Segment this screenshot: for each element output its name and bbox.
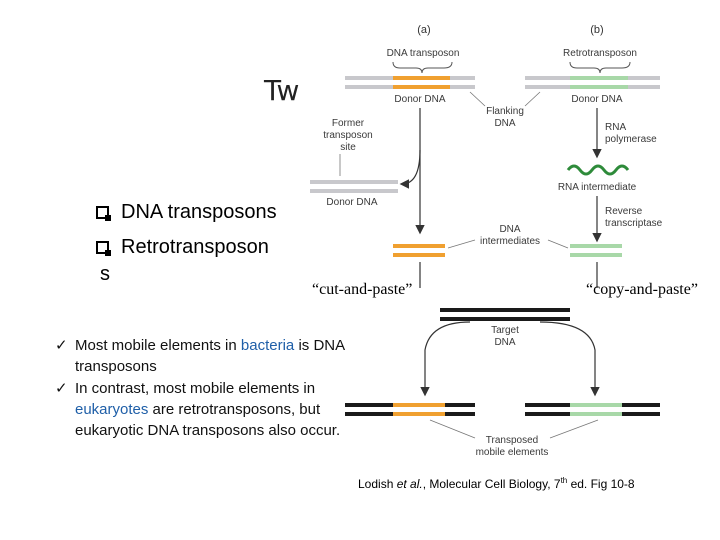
flanking-label-1: Flanking — [486, 106, 524, 117]
dna-int-label-2: intermediates — [480, 236, 540, 247]
bullet-dna-transposons: DNA transposons — [96, 201, 277, 224]
flanking-pointer-right — [524, 91, 541, 107]
check-text: is DNA transposons — [75, 337, 345, 375]
rev-label-2: transcriptase — [605, 218, 663, 229]
transposed-a — [345, 403, 475, 416]
cut-and-paste-label: “cut-and-paste” — [312, 281, 413, 298]
square-bullet-icon — [96, 206, 111, 221]
bullet-text: Retrotransposon — [121, 236, 269, 258]
arrow-target-right — [539, 321, 600, 397]
brace-a — [392, 61, 453, 74]
donor-dna-a-label: Donor DNA — [394, 94, 445, 105]
arrow-target-left — [420, 321, 471, 397]
panel-b-label: (b) — [590, 24, 603, 36]
citation-sup: th — [560, 476, 568, 485]
check-text: In contrast, most mobile elements in — [75, 380, 316, 397]
retrotransposon-label: Retrotransposon — [563, 48, 637, 59]
panel-a-label: (a) — [417, 24, 430, 36]
bullet-text: DNA transposons — [121, 201, 277, 223]
dna-intermediate-a — [393, 244, 445, 257]
transposed-label-1: Transposed — [486, 435, 538, 446]
check-icon: ✓ — [55, 380, 68, 397]
donor-dna-b-strand — [525, 76, 660, 89]
dna-int-label-1: DNA — [499, 224, 520, 235]
check-text: are retrotransposons, but eukaryotic DNA… — [75, 401, 341, 439]
check-icon: ✓ — [55, 337, 68, 354]
check-text: Most mobile elements in — [75, 337, 241, 354]
donor-dna-excised — [310, 180, 398, 193]
check-item-bacteria: ✓ Most mobile elements in bacteria is DN… — [55, 335, 355, 377]
donor-dna-b-label: Donor DNA — [571, 94, 622, 105]
target-label-2: DNA — [494, 337, 515, 348]
rna-pol-label-2: polymerase — [605, 134, 657, 145]
check-highlight: eukaryotes — [75, 401, 149, 418]
dna-transposon-label: DNA transposon — [387, 48, 460, 59]
target-label-1: Target — [491, 325, 519, 336]
rev-label-1: Reverse — [605, 206, 643, 217]
slide-title: Tw — [264, 74, 300, 107]
donor-dna-a-strand — [345, 76, 475, 89]
former-label-2: transposon — [323, 130, 372, 141]
brace-b — [569, 61, 631, 74]
copy-and-paste-label: “copy-and-paste” — [586, 281, 698, 298]
dna-intermediate-b — [570, 244, 622, 257]
donor-dna-c-label: Donor DNA — [326, 197, 377, 208]
transposed-b — [525, 403, 660, 416]
citation-author: Lodish — [358, 477, 397, 491]
check-item-eukaryotes: ✓ In contrast, most mobile elements in e… — [55, 378, 355, 441]
former-label-3: site — [340, 142, 356, 153]
citation-etal: et al. — [396, 477, 423, 491]
dna-int-pointer-right — [547, 239, 569, 249]
check-highlight: bacteria — [240, 337, 295, 354]
transposed-pointer-left — [429, 419, 476, 439]
flanking-label-2: DNA — [494, 118, 515, 129]
transposed-label-2: mobile elements — [476, 447, 549, 458]
rna-intermediate-label: RNA intermediate — [558, 182, 637, 193]
citation-end: ed. Fig 10-8 — [567, 477, 635, 491]
former-label-1: Former — [332, 118, 365, 129]
arrow-a-curve — [399, 149, 421, 189]
bullet-retrotransposons-cont: s — [100, 263, 110, 285]
dna-int-pointer-left — [447, 239, 476, 249]
citation-source: , Molecular Cell Biology, 7 — [422, 477, 561, 491]
square-bullet-icon — [96, 241, 111, 256]
flanking-pointer-left — [469, 91, 486, 107]
rna-wave — [566, 164, 630, 176]
transposed-pointer-right — [549, 419, 599, 439]
rna-pol-label-1: RNA — [605, 122, 626, 133]
bullet-retrotransposons: Retrotransposon — [96, 236, 269, 259]
target-dna — [440, 308, 570, 321]
citation: Lodish et al., Molecular Cell Biology, 7… — [358, 476, 635, 491]
